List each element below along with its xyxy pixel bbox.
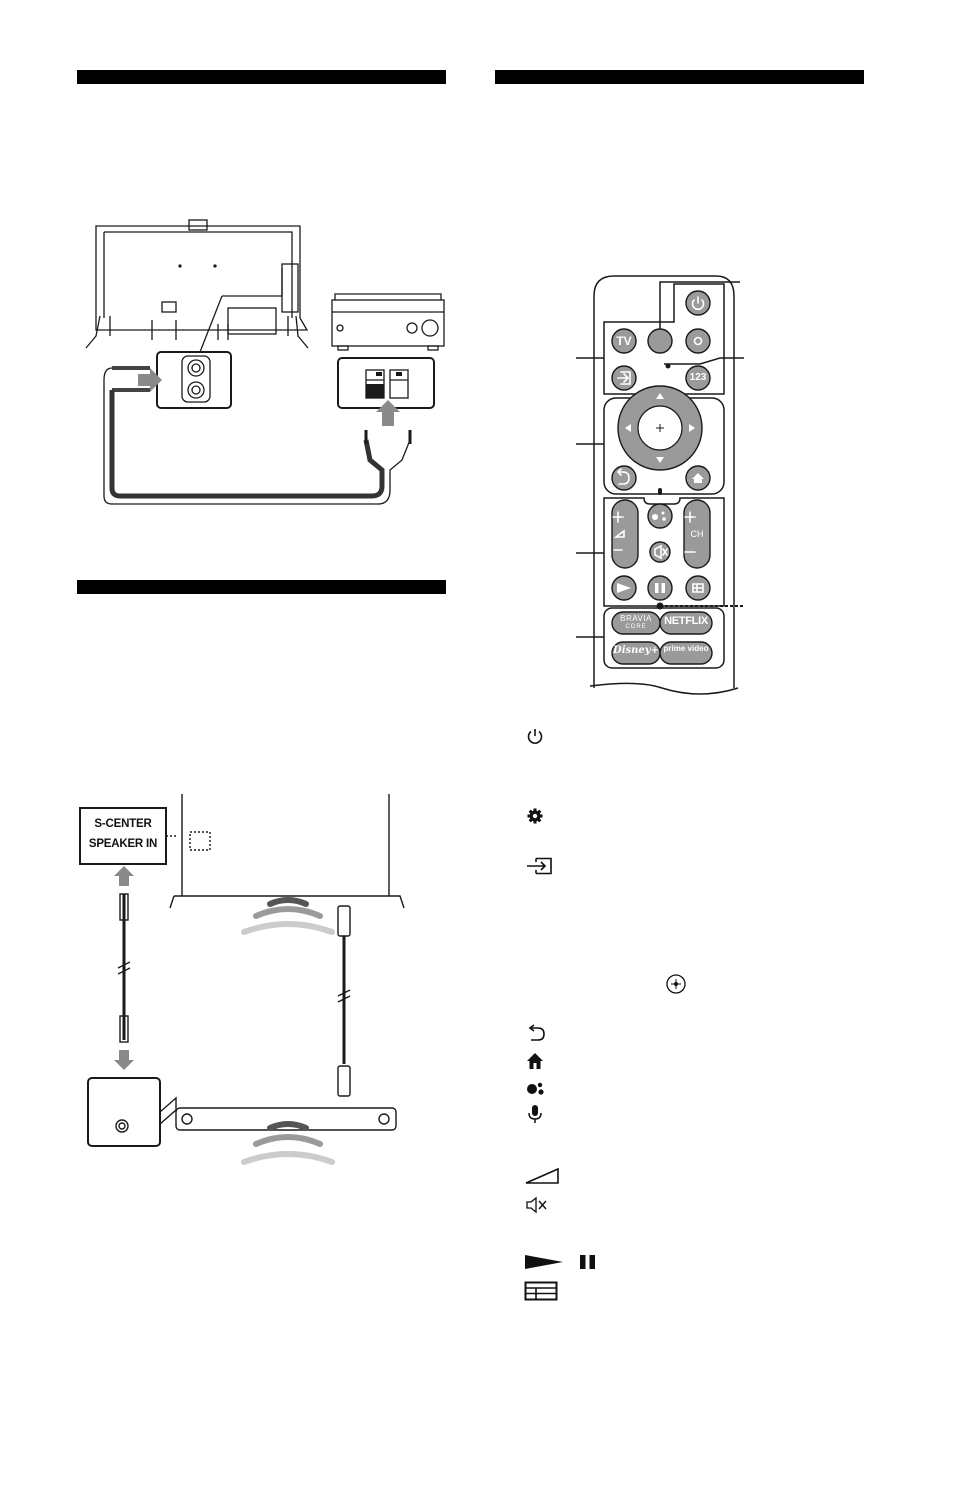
section-header-bar-remote [495,70,864,84]
guide-icon [524,1281,558,1301]
home-icon [527,1053,543,1069]
play-icon [525,1255,563,1269]
input-icon [527,857,552,875]
volume-icon [525,1167,559,1184]
remote-disney-button[interactable]: Disney+ [613,645,659,656]
section-header-bar-connect-amplifier [77,70,446,84]
back-icon [528,1024,545,1041]
remote-prime-video-button[interactable]: prime video [663,644,709,653]
section-header-bar-s-center [77,580,446,594]
google-assistant-icon [527,1082,544,1095]
s-center-label-line1: S-CENTER [94,818,152,830]
microphone-icon [528,1105,542,1123]
remote-bravia-core-button[interactable]: BRAVIA CORE [612,614,660,632]
s-center-label: S-CENTER SPEAKER IN [82,814,164,854]
core-label: CORE [625,624,647,630]
mute-icon [526,1196,547,1214]
bravia-label: BRAVIA [620,614,652,623]
remote-tv-label[interactable]: TV [616,334,632,348]
remote-ch-label: CH [690,529,704,539]
pause-icon [580,1255,595,1269]
remote-netflix-button[interactable]: NETFLIX [664,615,708,627]
dpad-enter-icon [666,974,686,994]
power-icon [527,729,543,744]
remote-123-label[interactable]: 123 [689,372,707,383]
settings-gear-icon [527,808,543,824]
s-center-label-line2: SPEAKER IN [88,838,158,850]
